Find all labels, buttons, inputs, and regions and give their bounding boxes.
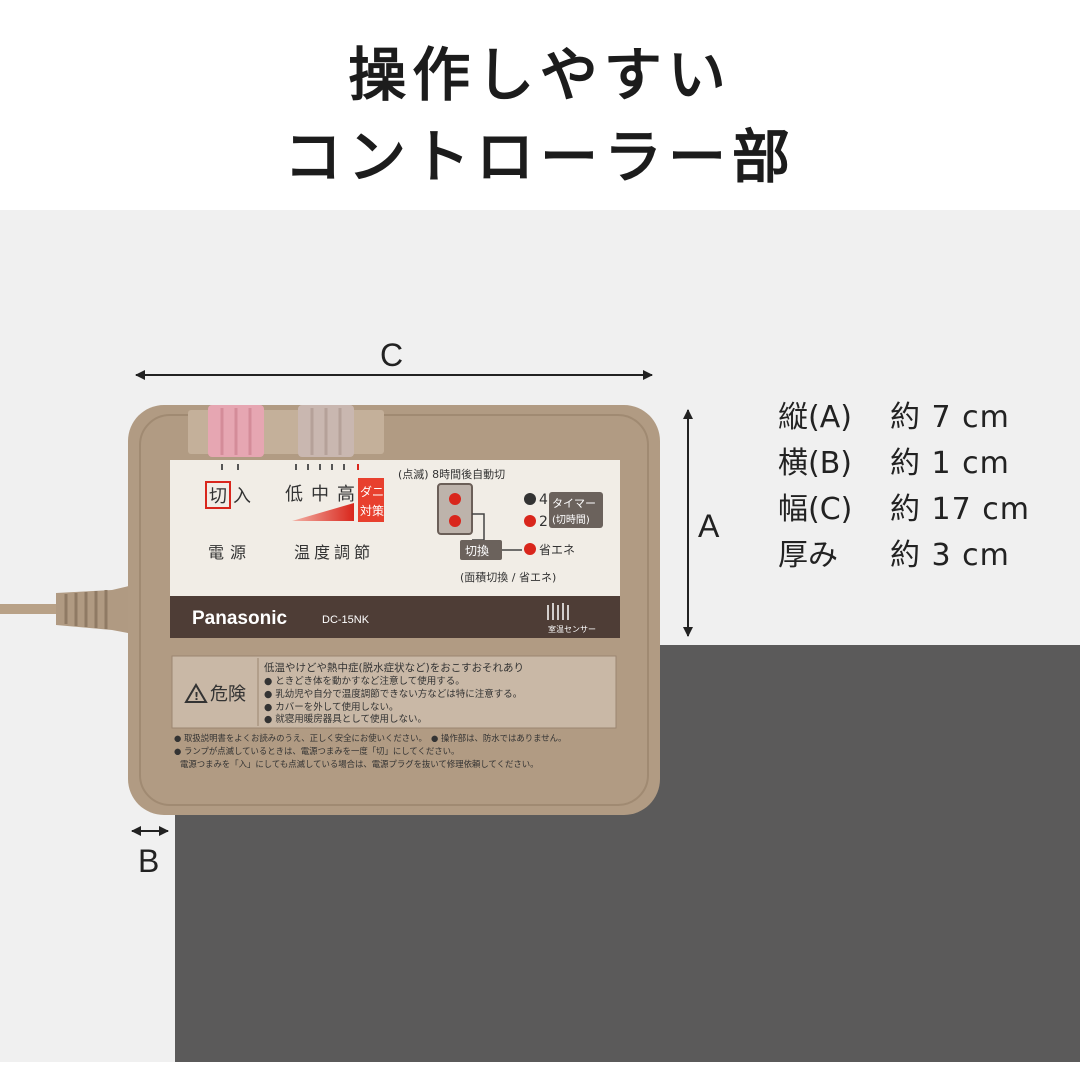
- warning-label: [171, 655, 617, 729]
- svg-text:● 就寝用暖房器具として使用しない。: ● 就寝用暖房器具として使用しない。: [264, 713, 427, 725]
- dimension-spec-list: 縦(A) 約 7 cm 横(B) 約 1 cm 幅(C) 約 17 cm 厚み …: [778, 395, 1030, 579]
- timer-badge-line2: (切時間): [552, 514, 590, 526]
- spec-row-depth: 横(B) 約 1 cm: [778, 446, 1010, 481]
- spec-row-height: 縦(A) 約 7 cm: [778, 400, 1010, 435]
- timer-badge-line1: タイマー: [552, 497, 596, 510]
- power-on-label: 入: [233, 486, 251, 507]
- brand-bar: [170, 596, 620, 638]
- taisaku-label: 対策: [360, 504, 384, 518]
- switch-label: 切換: [465, 544, 489, 558]
- temperature-label: 温度調節: [294, 543, 374, 562]
- svg-text:● 乳幼児や自分で温度調節できない方などは特に注意する。: ● 乳幼児や自分で温度調節できない方などは特に注意する。: [264, 688, 522, 700]
- warning-note: ● ランプが点滅しているときは、電源つまみを一度「切」にしてください。: [174, 746, 459, 756]
- warning-icon: [184, 683, 208, 703]
- brand-logo: Panasonic: [192, 608, 287, 629]
- timer-4h-indicator: [524, 493, 536, 505]
- sensor-icon: [547, 603, 569, 620]
- svg-text:4: 4: [539, 492, 548, 508]
- heat-level-wedge: [292, 503, 354, 521]
- svg-text:低温やけどや熱中症(脱水症状など)をおこすおそれあり: 低温やけどや熱中症(脱水症状など)をおこすおそれあり: [264, 661, 524, 674]
- control-panel: [170, 460, 620, 596]
- power-label: 電源: [208, 543, 252, 562]
- warning-title: 危険: [210, 684, 246, 705]
- svg-text:!: !: [194, 690, 199, 703]
- page-title-line2: コントローラー部: [283, 123, 796, 191]
- svg-text:2: 2: [539, 514, 548, 530]
- power-off-label: 切: [209, 486, 227, 507]
- warning-note: ● 取扱説明書をよくお読みのうえ、正しく安全にお使いください。 ● 操作部は、防…: [174, 733, 566, 743]
- timer-bottom-note: (面積切換 / 省エネ): [460, 570, 556, 584]
- dimension-b-label: B: [138, 843, 160, 879]
- temp-low-label: 低: [285, 484, 303, 505]
- power-cord: [0, 585, 133, 634]
- temp-mid-label: 中: [311, 484, 329, 505]
- timer-2h-indicator: [524, 515, 536, 527]
- timer-top-note: (点滅) 8時間後自動切: [398, 467, 505, 481]
- spec-row-thickness: 厚み 約 3 cm: [778, 538, 1010, 573]
- dimension-a-label: A: [698, 508, 720, 544]
- eco-indicator: [524, 543, 536, 555]
- model-number: DC-15NK: [322, 614, 370, 626]
- eco-label: 省エネ: [539, 543, 575, 557]
- timer-button[interactable]: [437, 483, 473, 535]
- switch-button[interactable]: [460, 540, 502, 560]
- temp-high-label: 高: [337, 484, 355, 505]
- dimension-c-label: C: [380, 337, 404, 373]
- sensor-label: 室温センサー: [548, 624, 596, 634]
- spec-row-width: 幅(C) 約 17 cm: [778, 492, 1030, 527]
- dani-label: ダニ: [360, 484, 384, 499]
- page-title-line1: 操作しやすい: [348, 41, 732, 109]
- svg-text:● カバーを外して使用しない。: ● カバーを外して使用しない。: [264, 701, 399, 713]
- warning-note: 電源つまみを「入」にしても点滅している場合は、電源プラグを抜いて修理依頼してくだ…: [180, 759, 538, 769]
- svg-text:● ときどき体を動かすなど注意して使用する。: ● ときどき体を動かすなど注意して使用する。: [264, 675, 465, 687]
